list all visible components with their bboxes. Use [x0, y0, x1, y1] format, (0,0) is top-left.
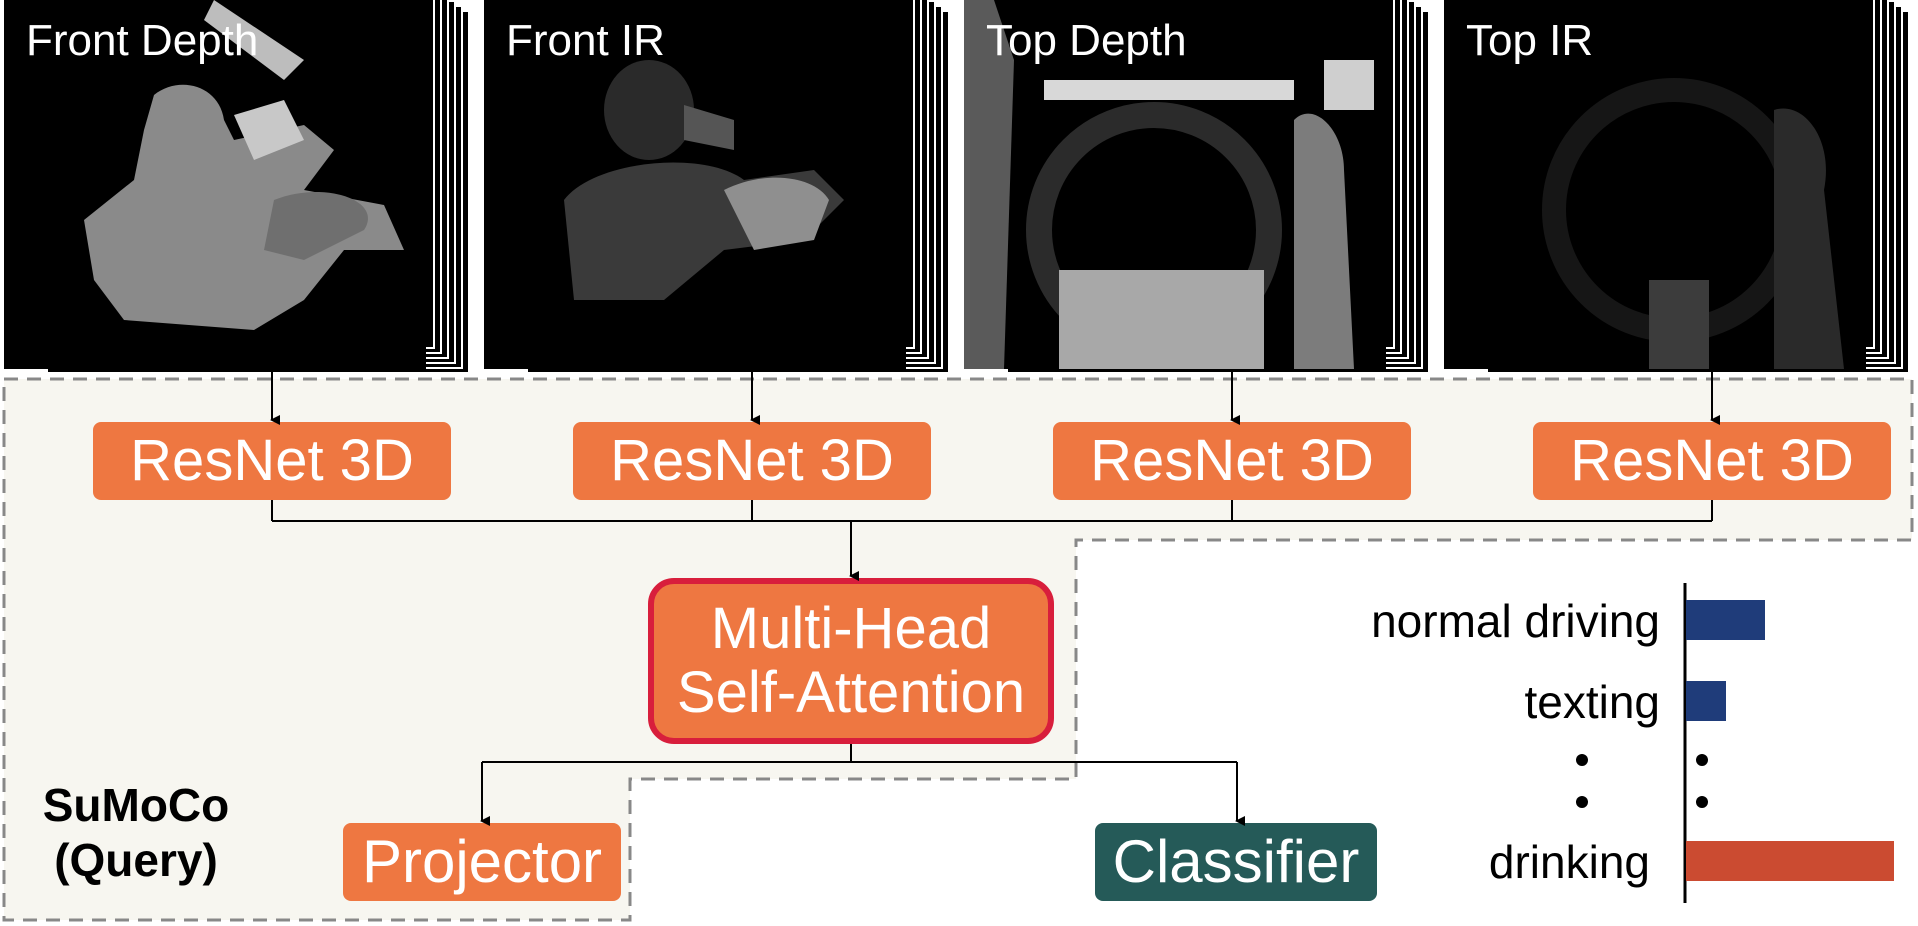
ellipsis-dot — [1576, 754, 1588, 766]
front-ir-label: Front IR — [506, 16, 665, 65]
class-label-drinking: drinking — [1488, 836, 1650, 888]
sumoco-label-line-1: SuMoCo — [42, 779, 230, 831]
sumoco-label-line-2: (Query) — [54, 834, 218, 887]
classifier-box: Classifier — [1095, 823, 1377, 901]
front-depth-label: Front Depth — [26, 16, 259, 65]
top-ir-image: Top IR — [1444, 0, 1866, 369]
ellipsis-dot — [1696, 796, 1708, 808]
attention-line-2: Self-Attention — [676, 660, 1026, 725]
multi-head-self-attention: Multi-Head Self-Attention — [648, 578, 1054, 744]
attention-line-1: Multi-Head — [710, 596, 992, 662]
top-depth-label: Top Depth — [986, 16, 1187, 65]
top-depth-image: Top Depth — [964, 0, 1386, 369]
top-ir-label: Top IR — [1466, 16, 1594, 65]
class-label-texting: texting — [1524, 676, 1660, 728]
sumoco-query-label: SuMoCo (Query) — [26, 778, 246, 888]
projector-box: Projector — [343, 823, 621, 901]
ellipsis-dot — [1576, 796, 1588, 808]
ellipsis-dot — [1696, 754, 1708, 766]
resnet3d-top-ir: ResNet 3D — [1533, 422, 1891, 500]
bar-texting — [1686, 681, 1726, 721]
bar-drinking — [1686, 841, 1894, 881]
resnet3d-front-depth: ResNet 3D — [93, 422, 451, 500]
bar-normal-driving — [1686, 600, 1765, 640]
class-label-normal-driving: normal driving — [1371, 595, 1660, 647]
resnet3d-top-depth: ResNet 3D — [1053, 422, 1411, 500]
resnet3d-front-ir: ResNet 3D — [573, 422, 931, 500]
front-depth-image: Front Depth — [4, 0, 426, 369]
front-ir-image: Front IR — [484, 0, 906, 369]
